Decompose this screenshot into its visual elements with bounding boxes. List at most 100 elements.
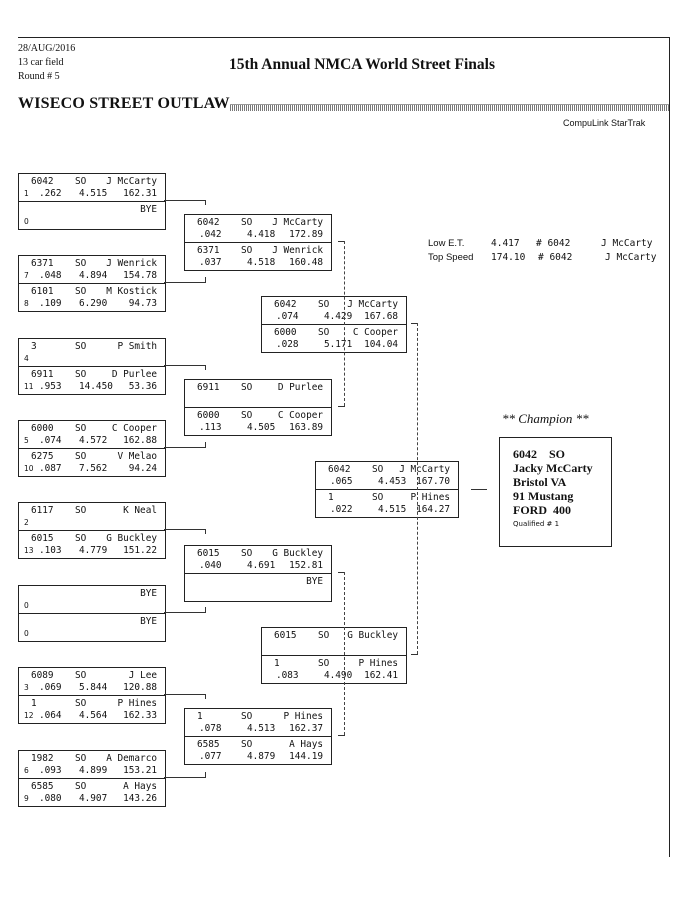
class-code: SO	[241, 245, 253, 256]
bracket-connector	[338, 735, 345, 736]
reaction-time: .064	[39, 710, 62, 721]
driver-name: G Buckley	[347, 630, 398, 641]
driver-name: BYE	[140, 588, 157, 599]
driver-name: P Hines	[117, 698, 157, 709]
elapsed-time: 4.490	[324, 670, 353, 681]
seed-number: 0	[24, 217, 29, 226]
champion-engine: FORD 400	[513, 503, 571, 517]
reaction-time: .087	[39, 463, 62, 474]
lane-divider	[19, 613, 165, 614]
lane-divider	[19, 366, 165, 367]
low-et-driver: J McCarty	[601, 238, 653, 249]
seed-number: 5	[24, 436, 29, 445]
driver-name: A Hays	[123, 781, 157, 792]
speed-mph: 162.31	[123, 188, 157, 199]
top-speed-car: # 6042	[538, 252, 573, 263]
lane-divider	[316, 489, 458, 490]
elapsed-time: 4.513	[247, 723, 276, 734]
elapsed-time: 4.429	[324, 311, 353, 322]
class-code: SO	[75, 753, 87, 764]
bracket-connector	[417, 323, 418, 654]
class-code: SO	[75, 533, 87, 544]
lane-divider	[19, 448, 165, 449]
car-number: 6015	[197, 548, 220, 559]
car-number: 6585	[197, 739, 220, 750]
class-code: SO	[241, 711, 253, 722]
lane-divider	[19, 283, 165, 284]
car-number: 1982	[31, 753, 54, 764]
top-speed-label: Top Speed	[428, 252, 474, 263]
seed-number: 3	[24, 683, 29, 692]
champion-driver: Jacky McCarty	[513, 461, 593, 475]
lane-divider	[19, 778, 165, 779]
class-code: SO	[75, 369, 87, 380]
lane-divider	[262, 324, 406, 325]
driver-name: G Buckley	[106, 533, 157, 544]
bracket-connector	[344, 572, 345, 735]
reaction-time: .069	[39, 682, 62, 693]
reaction-time: .262	[39, 188, 62, 199]
driver-name: J Wenrick	[272, 245, 323, 256]
reaction-time: .042	[199, 229, 222, 240]
car-number: 6911	[31, 369, 54, 380]
bracket-connector	[205, 529, 206, 534]
round-number: Round # 5	[18, 71, 60, 82]
reaction-time: .109	[39, 298, 62, 309]
bracket-connector	[164, 447, 206, 448]
seed-number: 8	[24, 299, 29, 308]
speed-mph: 163.89	[289, 422, 323, 433]
speed-mph: 94.24	[128, 463, 157, 474]
bracket-connector	[471, 489, 487, 490]
bracket-connector	[205, 772, 206, 777]
lane-divider	[185, 736, 331, 737]
seed-number: 4	[24, 354, 29, 363]
seed-number: 0	[24, 629, 29, 638]
class-code: SO	[75, 505, 87, 516]
bracket-connector	[338, 406, 345, 407]
bracket-connector	[164, 777, 206, 778]
driver-name: V Melao	[117, 451, 157, 462]
car-number: 6000	[31, 423, 54, 434]
seed-number: 12	[24, 711, 34, 720]
race-date: 28/AUG/2016	[18, 43, 76, 54]
reaction-time: .103	[39, 545, 62, 556]
reaction-time: .093	[39, 765, 62, 776]
driver-name: J McCarty	[106, 176, 157, 187]
driver-name: A Demarco	[106, 753, 157, 764]
title-rule	[230, 104, 670, 111]
driver-name: D Purlee	[277, 382, 323, 393]
speed-mph: 104.04	[364, 339, 398, 350]
champion-qualified: Qualified # 1	[513, 520, 560, 528]
elapsed-time: 4.515	[79, 188, 108, 199]
elapsed-time: 4.418	[247, 229, 276, 240]
reaction-time: .080	[39, 793, 62, 804]
elapsed-time: 4.564	[79, 710, 108, 721]
champion-box: 6042 SO Jacky McCarty Bristol VA 91 Must…	[499, 437, 612, 547]
class-code: SO	[318, 299, 330, 310]
low-et-car: # 6042	[536, 238, 571, 249]
champion-hometown: Bristol VA	[513, 475, 567, 489]
reaction-time: .065	[330, 476, 353, 487]
bracket-connector	[205, 607, 206, 612]
speed-mph: 53.36	[128, 381, 157, 392]
car-number: 6042	[197, 217, 220, 228]
speed-mph: 162.41	[364, 670, 398, 681]
